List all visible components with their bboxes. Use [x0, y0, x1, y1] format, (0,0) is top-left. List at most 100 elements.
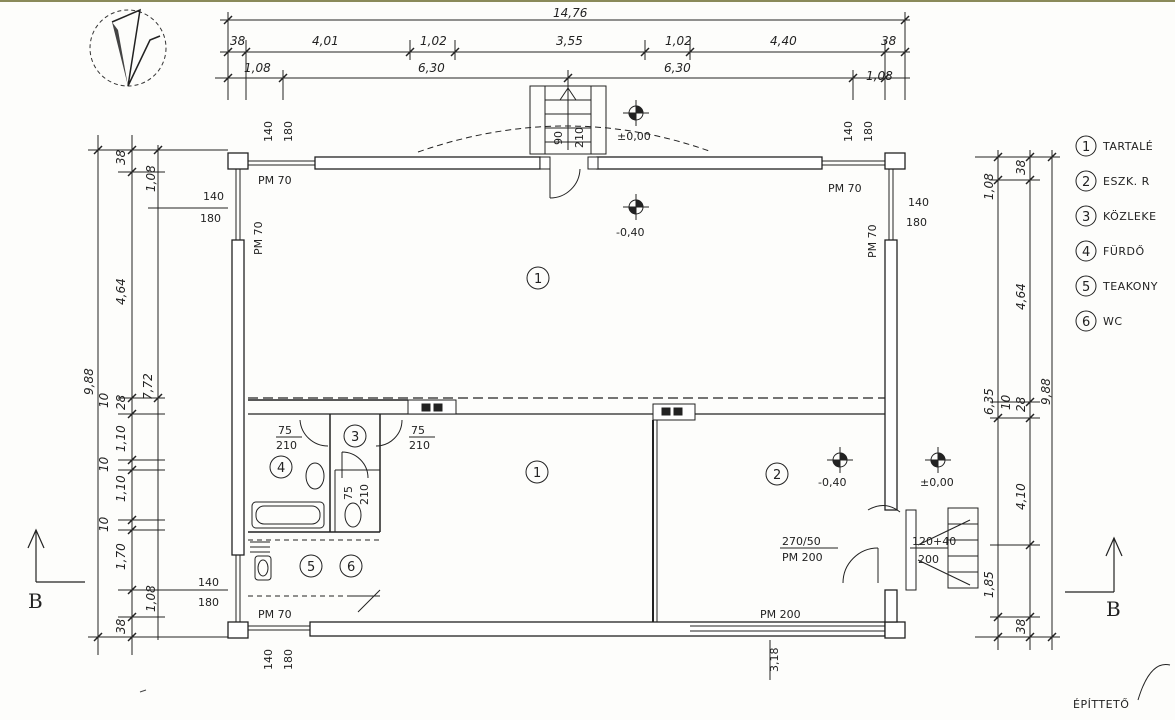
- room-number-1-lower: 1: [525, 460, 549, 484]
- door-kitchen-height: 210: [409, 439, 430, 452]
- legend-item-number: 2: [1082, 175, 1090, 190]
- dim-top-6: 4,40: [770, 34, 797, 48]
- section-mark-right: [1065, 536, 1123, 593]
- dim-right-4: 10: [999, 394, 1013, 410]
- window-label-side-right: PM 70: [866, 224, 879, 258]
- room-number-3: 3: [343, 424, 367, 448]
- dim-right-2: 38: [1014, 159, 1028, 175]
- dim-right-overall: 9,88: [1039, 378, 1053, 405]
- legend-item-number: 6: [1082, 315, 1090, 330]
- signature-mark: [1137, 663, 1171, 701]
- dim-left-window-bottom-a: 140: [198, 576, 219, 589]
- door-wc-width: 75: [278, 424, 292, 437]
- dim-right-1: 1,08: [982, 173, 996, 200]
- dim-left-window-bottom-b: 180: [198, 596, 219, 609]
- level-marker-outside-icon: [925, 447, 951, 473]
- signature-label: ÉPÍTTETŐ: [1073, 697, 1129, 711]
- legend-item-text: FÜRDŐ: [1103, 244, 1145, 258]
- legend-item-number-circle: [1075, 170, 1097, 192]
- legend-item-text: TARTALÉ: [1102, 140, 1153, 153]
- legend-item-text: WC: [1103, 315, 1123, 328]
- section-label-left: B: [28, 589, 43, 613]
- dim-left-10: 1,70: [114, 543, 128, 570]
- svg-text:1: 1: [534, 272, 542, 287]
- room-number-2: 2: [765, 462, 789, 486]
- exterior-door-stair: [905, 507, 979, 591]
- dim-left-12: 38: [114, 618, 128, 634]
- window-label-bottom-right: PM 200: [760, 608, 801, 621]
- legend-item: 3 KÖZLEKE: [1075, 205, 1157, 227]
- opening-top-right-b: 180: [862, 121, 875, 142]
- legend-item-number-circle: [1075, 310, 1097, 332]
- level-room2: -0,40: [818, 476, 846, 489]
- level-entry: ±0,00: [617, 130, 651, 143]
- window-label-top-left: PM 70: [258, 174, 292, 187]
- legend-item: 1 TARTALÉ: [1075, 135, 1153, 157]
- bathroom-fixtures: [251, 462, 381, 613]
- dim-top-3: 1,02: [420, 34, 447, 48]
- chimney-blocks: [407, 399, 696, 421]
- dim-left-6: 1,10: [114, 425, 128, 452]
- north-arrow-icon: [89, 8, 167, 87]
- dim-right-5: 28: [1014, 396, 1028, 412]
- room-number-1-upper: 1: [526, 266, 550, 290]
- room-number-5: 5: [299, 554, 323, 578]
- entry-stair: [417, 85, 713, 155]
- opening-bottom-left-b: 180: [282, 649, 295, 670]
- dim-left-9: 10: [97, 516, 111, 532]
- room-number-6: 6: [339, 554, 363, 578]
- dim-top-4: 3,55: [556, 34, 583, 48]
- legend-item-number: 4: [1082, 245, 1090, 260]
- outer-walls: [227, 152, 906, 639]
- legend-item: 6 WC: [1075, 310, 1123, 332]
- level-marker-room2-icon: [827, 447, 853, 473]
- dim-right-window-b: 180: [906, 216, 927, 229]
- window-label-top-right: PM 70: [828, 182, 862, 195]
- svg-text:6: 6: [347, 560, 355, 575]
- legend-item-number: 5: [1082, 280, 1090, 295]
- dim-bottom: 3,18: [768, 648, 781, 673]
- dim-left-window-top-b: 180: [200, 212, 221, 225]
- opening-bottom-left-a: 140: [262, 649, 275, 670]
- svg-text:2: 2: [773, 468, 781, 483]
- level-main: -0,40: [616, 226, 644, 239]
- dim-left-1: 38: [114, 149, 128, 165]
- dim-top-row2-4: 1,08: [866, 69, 893, 83]
- dim-left-8: 1,10: [114, 475, 128, 502]
- legend-item-text: KÖZLEKE: [1103, 210, 1157, 223]
- dim-right-6: 4,10: [1014, 483, 1028, 510]
- svg-text:3: 3: [351, 430, 359, 445]
- dim-top-1: 38: [230, 34, 246, 48]
- section-mark-left: [27, 528, 85, 583]
- room-number-4: 4: [269, 455, 293, 479]
- legend-item-number-circle: [1075, 240, 1097, 262]
- dim-right-7: 1,85: [982, 571, 996, 598]
- section-label-right: B: [1106, 597, 1121, 621]
- windows: [235, 160, 894, 632]
- legend-item-text: TEAKONY: [1102, 280, 1158, 293]
- dim-left-2: 1,08: [144, 165, 158, 192]
- opening-entry-width: 90: [552, 131, 565, 145]
- legend-item-number: 1: [1082, 140, 1090, 155]
- level-outside: ±0,00: [920, 476, 954, 489]
- legend-item-number-circle: [1075, 275, 1097, 297]
- svg-text:1: 1: [533, 466, 541, 481]
- svg-text:4: 4: [277, 461, 285, 476]
- dim-left-subtotal: 7,72: [141, 373, 155, 400]
- dim-top-7: 38: [881, 34, 897, 48]
- door-wc-height: 210: [276, 439, 297, 452]
- legend-item-number-circle: [1075, 205, 1097, 227]
- dim-left-window-top-a: 140: [203, 190, 224, 203]
- dim-top-row2-1: 1,08: [244, 61, 271, 75]
- dim-top-row2-2: 6,30: [418, 61, 445, 75]
- dim-left-5: 28: [114, 394, 128, 410]
- svg-text:5: 5: [307, 560, 315, 575]
- opening-top-left-b: 180: [282, 121, 295, 142]
- legend-item-number: 3: [1082, 210, 1090, 225]
- dim-right-subtotal: 6,35: [982, 388, 996, 415]
- dim-top-5: 1,02: [665, 34, 692, 48]
- dim-overall-width: 14,76: [553, 6, 588, 20]
